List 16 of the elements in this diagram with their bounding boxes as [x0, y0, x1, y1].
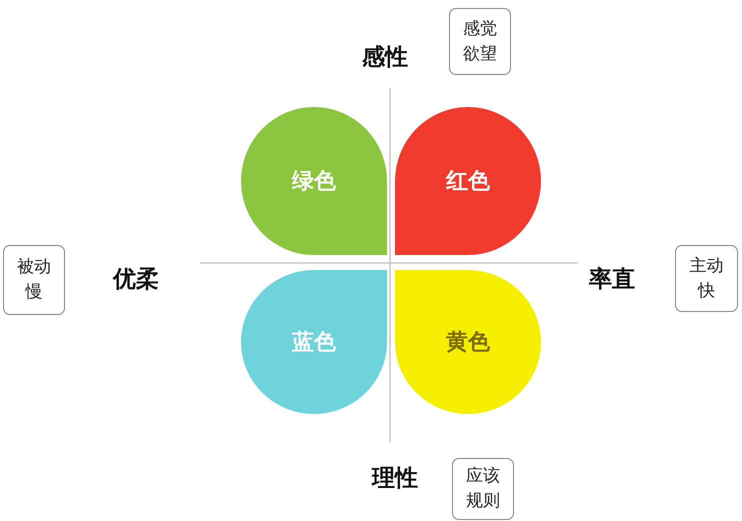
axis-label: 感性	[362, 44, 408, 72]
node-text: 应该规则	[465, 465, 501, 513]
node-text: 红色	[446, 168, 490, 196]
axis-label: 率直	[589, 266, 635, 294]
node-text: 绿色	[292, 168, 336, 196]
axis-label: 优柔	[113, 266, 159, 294]
note-box	[449, 8, 511, 75]
note-box	[675, 245, 738, 312]
node-text: 被动慢	[16, 256, 52, 304]
node-text: 感觉欲望	[462, 18, 498, 66]
node-text: 主动快	[688, 254, 724, 302]
axis-label: 理性	[372, 464, 418, 494]
note-box	[3, 245, 65, 315]
node-text: 黄色	[446, 329, 490, 357]
node-text: 蓝色	[292, 329, 336, 357]
note-box	[452, 458, 514, 520]
